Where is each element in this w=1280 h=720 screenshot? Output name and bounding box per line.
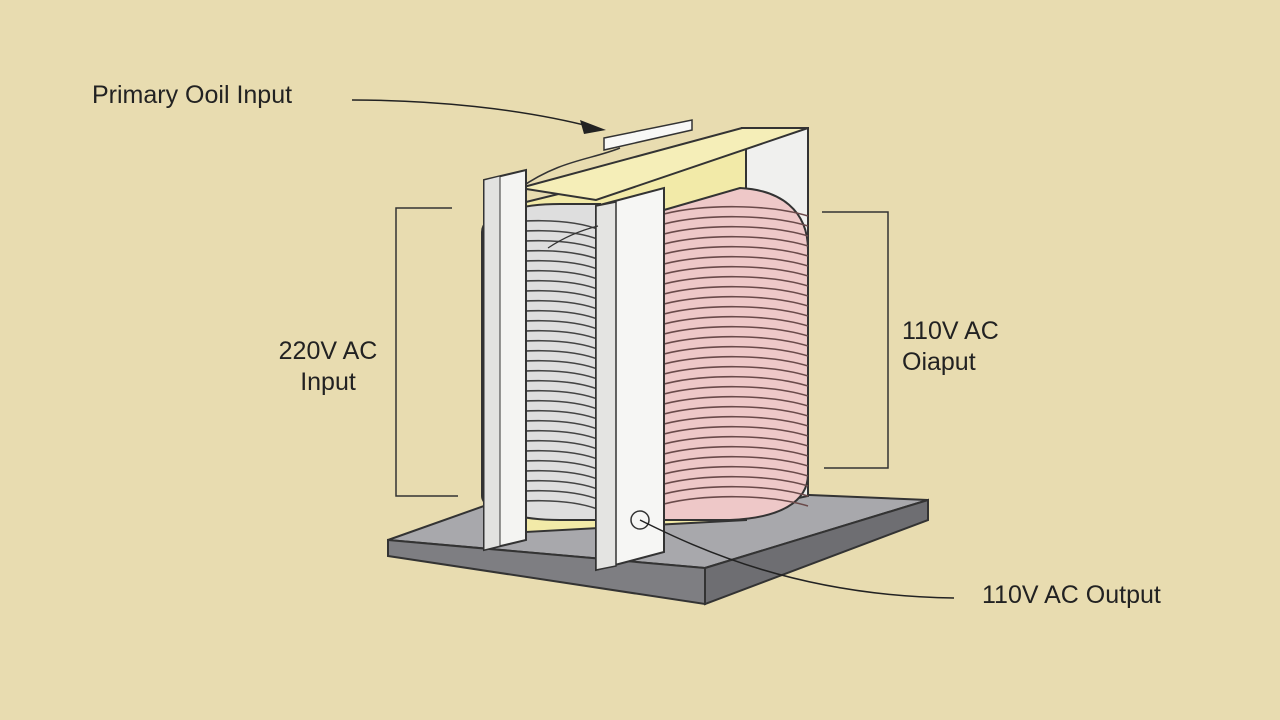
winding-turn (663, 315, 809, 327)
winding-turn (663, 465, 809, 477)
winding-turn (663, 215, 809, 227)
winding-turn (663, 235, 809, 247)
secondary-winding (663, 186, 809, 521)
internal-wire (547, 225, 599, 249)
winding-turn (663, 365, 809, 377)
winding-turn (663, 485, 809, 497)
secondary-winding-turns (663, 205, 809, 507)
input-voltage-line1: 220V AC (278, 337, 378, 365)
winding-turn (663, 405, 809, 417)
winding-turn (663, 335, 809, 347)
winding-turn (663, 495, 809, 507)
annotation-lines (351, 99, 955, 599)
winding-turn (663, 415, 809, 427)
winding-turn (663, 345, 809, 357)
winding-turn (663, 295, 809, 307)
winding-turn (663, 245, 809, 257)
winding-turn (663, 275, 809, 287)
output-voltage-line1: 110V AC (902, 317, 999, 345)
bottom-output-label: 110V AC Output (982, 581, 1161, 609)
top-lamination (519, 119, 693, 189)
winding-turn (663, 255, 809, 267)
output-voltage-line2: Oiaput (902, 348, 976, 376)
winding-turn (663, 475, 809, 487)
winding-turn (663, 265, 809, 277)
input-voltage-line2: Input (300, 368, 356, 396)
winding-turn (663, 445, 809, 457)
winding-turn (663, 355, 809, 367)
input-voltage-label: 220V AC Input (270, 336, 386, 398)
winding-turn (663, 325, 809, 337)
winding-turn (663, 305, 809, 317)
winding-turn (663, 425, 809, 437)
front-frame-post (595, 186, 665, 572)
output-voltage-label: 110V AC Oiaput (902, 316, 999, 378)
winding-turn (663, 435, 809, 447)
winding-turn (663, 205, 809, 217)
winding-turn (663, 385, 809, 397)
winding-turn (663, 285, 809, 297)
primary-coil-input-label: Primary Ooil Input (92, 81, 293, 109)
winding-turn (663, 225, 809, 237)
left-frame-post (483, 168, 527, 552)
winding-turn (663, 395, 809, 407)
winding-turn (663, 375, 809, 387)
winding-turn (663, 455, 809, 467)
